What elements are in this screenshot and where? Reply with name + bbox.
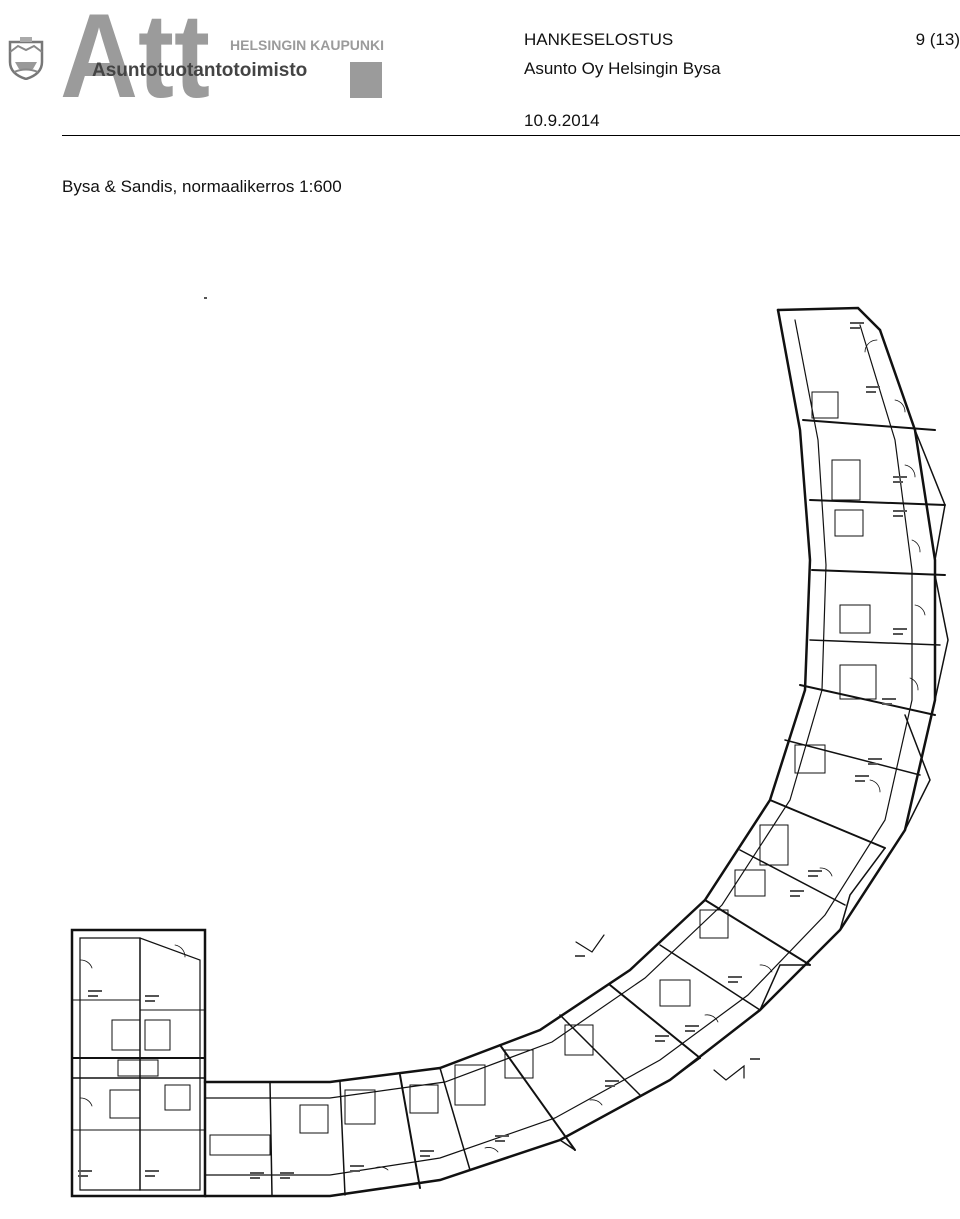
floor-plan-drawing: [70, 297, 949, 1198]
west-block-outline: [70, 928, 207, 1198]
logo-office: Asuntotuotantotoimisto: [92, 60, 307, 81]
att-logo: Att HELSINGIN KAUPUNKI Asuntotuotantotoi…: [60, 0, 384, 102]
curved-wing-outer-wall: [203, 328, 937, 1198]
document-type: HANKESELOSTUS: [524, 30, 674, 49]
figure-caption: Bysa & Sandis, normaalikerros 1:600: [62, 177, 342, 196]
helsinki-crest-icon: [8, 37, 44, 80]
svg-text:Att: Att: [60, 0, 210, 102]
logo-square: [350, 62, 382, 98]
logo-city: HELSINGIN KAUPUNKI: [230, 37, 384, 53]
curved-wing-inner-wall: [203, 308, 812, 1084]
project-name: Asunto Oy Helsingin Bysa: [524, 59, 721, 78]
page-number: 9 (13): [915, 30, 960, 49]
document-date: 10.9.2014: [524, 111, 600, 130]
header-divider: [62, 135, 960, 136]
